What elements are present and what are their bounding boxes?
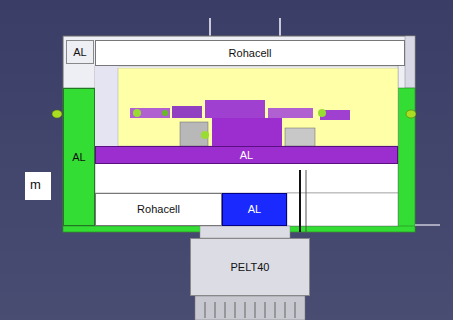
component — [212, 118, 282, 146]
al-part: AL — [66, 40, 94, 64]
pin — [209, 18, 211, 36]
component — [172, 106, 202, 118]
screw — [406, 110, 416, 118]
wire — [306, 170, 307, 232]
cut-off-text: m — [30, 178, 41, 192]
rohacell-part: Rohacell — [95, 193, 222, 226]
green-wall — [398, 88, 415, 232]
lid-edge — [405, 36, 415, 88]
pin — [279, 18, 281, 36]
part-label: AL — [240, 149, 253, 161]
rohacell-part: Rohacell — [95, 40, 405, 66]
peltier-module: PELT40 — [190, 238, 310, 296]
pcb-area — [118, 68, 398, 146]
part-label: PELT40 — [231, 261, 270, 273]
component — [133, 109, 141, 117]
component — [130, 108, 170, 118]
component — [162, 110, 168, 116]
component — [205, 100, 265, 118]
component — [201, 131, 209, 139]
component — [180, 122, 208, 146]
al-plate: AL — [95, 146, 398, 164]
component — [268, 108, 313, 118]
al-block: AL — [222, 193, 287, 226]
peltier-base — [195, 296, 305, 320]
component — [285, 128, 315, 146]
part-label: Rohacell — [229, 47, 272, 59]
part-label: Rohacell — [137, 203, 180, 215]
green-wall — [63, 88, 95, 232]
housing — [63, 36, 415, 232]
wire — [415, 224, 440, 226]
al-part: AL — [63, 88, 95, 226]
fins — [205, 302, 295, 318]
wire — [299, 170, 301, 232]
insulation — [287, 193, 398, 226]
peltier-neck — [200, 226, 290, 238]
part-label: AL — [73, 46, 86, 58]
inner-strip — [95, 66, 118, 146]
screw — [52, 110, 62, 118]
part-label: AL — [72, 151, 85, 163]
label-patch — [25, 172, 51, 200]
part-label: AL — [248, 203, 261, 215]
cavity — [95, 66, 398, 193]
component — [318, 109, 326, 117]
